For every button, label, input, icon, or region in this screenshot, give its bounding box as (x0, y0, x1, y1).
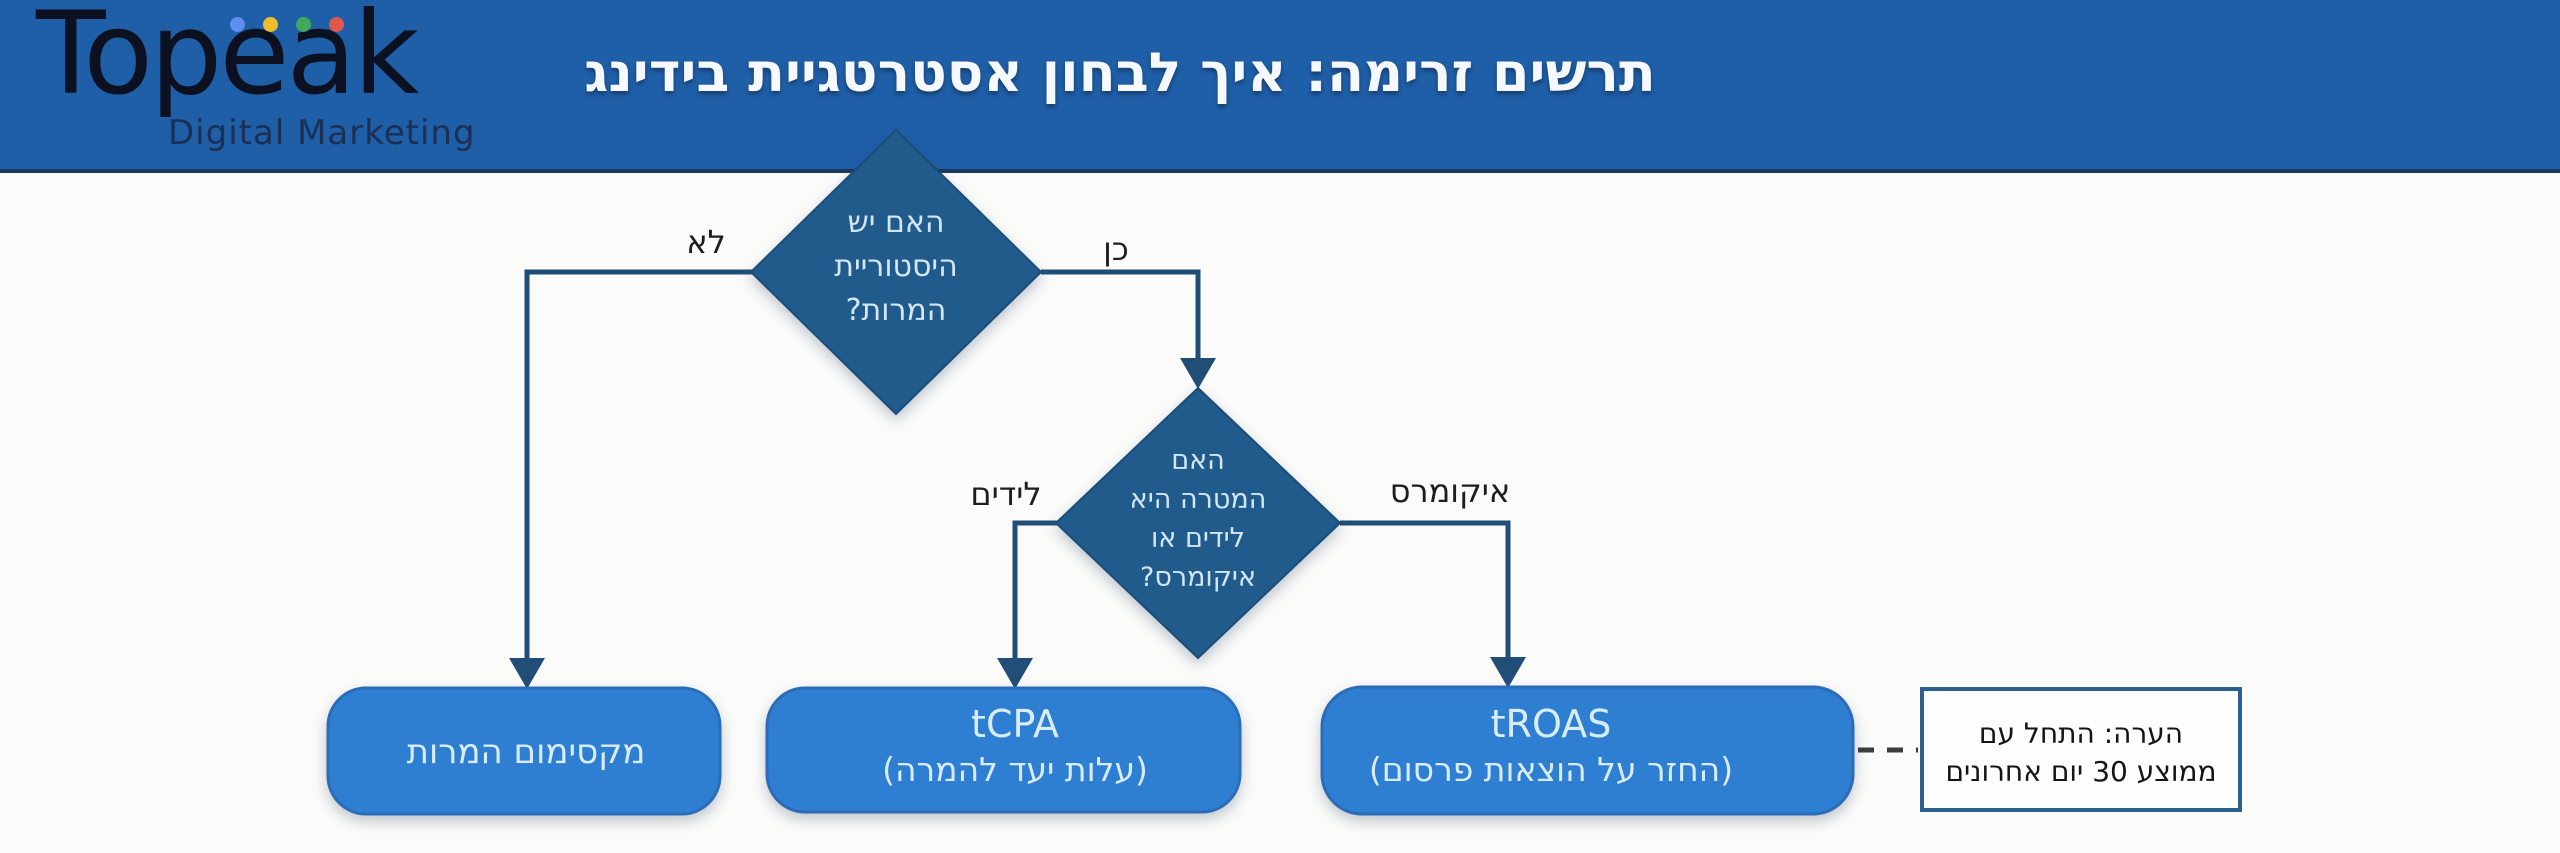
tcpa-title: tCPA (971, 702, 1059, 746)
no-branch-line (524, 269, 756, 659)
logo-dot-red (329, 17, 344, 32)
logo-text: Topeak (36, 0, 419, 120)
note-text: הערה: התחל עם ממוצע 30 יום אחרונים (1945, 715, 2216, 791)
logo-dots (230, 17, 344, 32)
page-title: תרשים זרימה: איך לבחון אסטרטגיית בידינג (584, 41, 1656, 104)
max-conversions-label: מקסימום המרות (406, 732, 646, 772)
troas-box (1320, 685, 1855, 816)
logo-dot-green (296, 17, 311, 32)
no-label: לא (686, 223, 726, 261)
leads-label: לידים (970, 475, 1042, 513)
decision2-text: האם המטרה היא לידים או איקומרס? (1130, 441, 1267, 597)
tcpa-subtitle: (עלות יעד להמרה) (882, 750, 1148, 789)
ecommerce-branch-arrowhead (1490, 657, 1526, 688)
yes-branch-line (1041, 269, 1201, 360)
no-branch-arrowhead (509, 658, 545, 689)
leads-branch-line (1012, 520, 1058, 659)
note-line1: הערה: התחל עם (1978, 717, 2184, 750)
troas-subtitle: (החזר על הוצאות פרסום) (1368, 750, 1734, 789)
logo-dot-yellow (263, 17, 278, 32)
decision1-line1: האם יש (847, 205, 945, 240)
ecommerce-branch-line (1340, 520, 1511, 658)
yes-label: כן (1103, 230, 1129, 268)
troas-title: tROAS (1490, 702, 1612, 746)
decision2-line3: לידים או (1150, 523, 1246, 554)
decision1-diamond (749, 128, 1043, 416)
note-line2: ממוצע 30 יום אחרונים (1945, 755, 2217, 788)
decision2-line2: המטרה היא (1129, 484, 1267, 515)
ecommerce-label: איקומרס (1389, 472, 1511, 510)
tcpa-label: tCPA (עלות יעד להמרה) (882, 701, 1148, 793)
arrowheads (509, 358, 1526, 689)
tcpa-box (765, 686, 1242, 814)
note-box (1920, 687, 2242, 812)
max-conversions-box (326, 686, 722, 816)
logo-dot-blue (230, 17, 245, 32)
logo-subtitle: Digital Marketing (168, 113, 476, 153)
decision1-line3: המרות? (845, 293, 947, 328)
troas-label: tROAS (החזר על הוצאות פרסום) (1369, 701, 1733, 793)
connectors (524, 269, 1511, 659)
decision1-text: האם יש היסטוריית המרות? (834, 201, 957, 333)
leads-branch-arrowhead (997, 658, 1033, 689)
decision2-line4: איקומרס? (1139, 562, 1257, 593)
decision2-line1: האם (1171, 445, 1225, 476)
yes-branch-arrowhead (1180, 358, 1216, 389)
decision1-line2: היסטוריית (834, 249, 958, 284)
header-bar: Topeak Digital Marketing תרשים זרימה: אי… (0, 0, 2560, 173)
decision2-diamond (1054, 386, 1342, 660)
